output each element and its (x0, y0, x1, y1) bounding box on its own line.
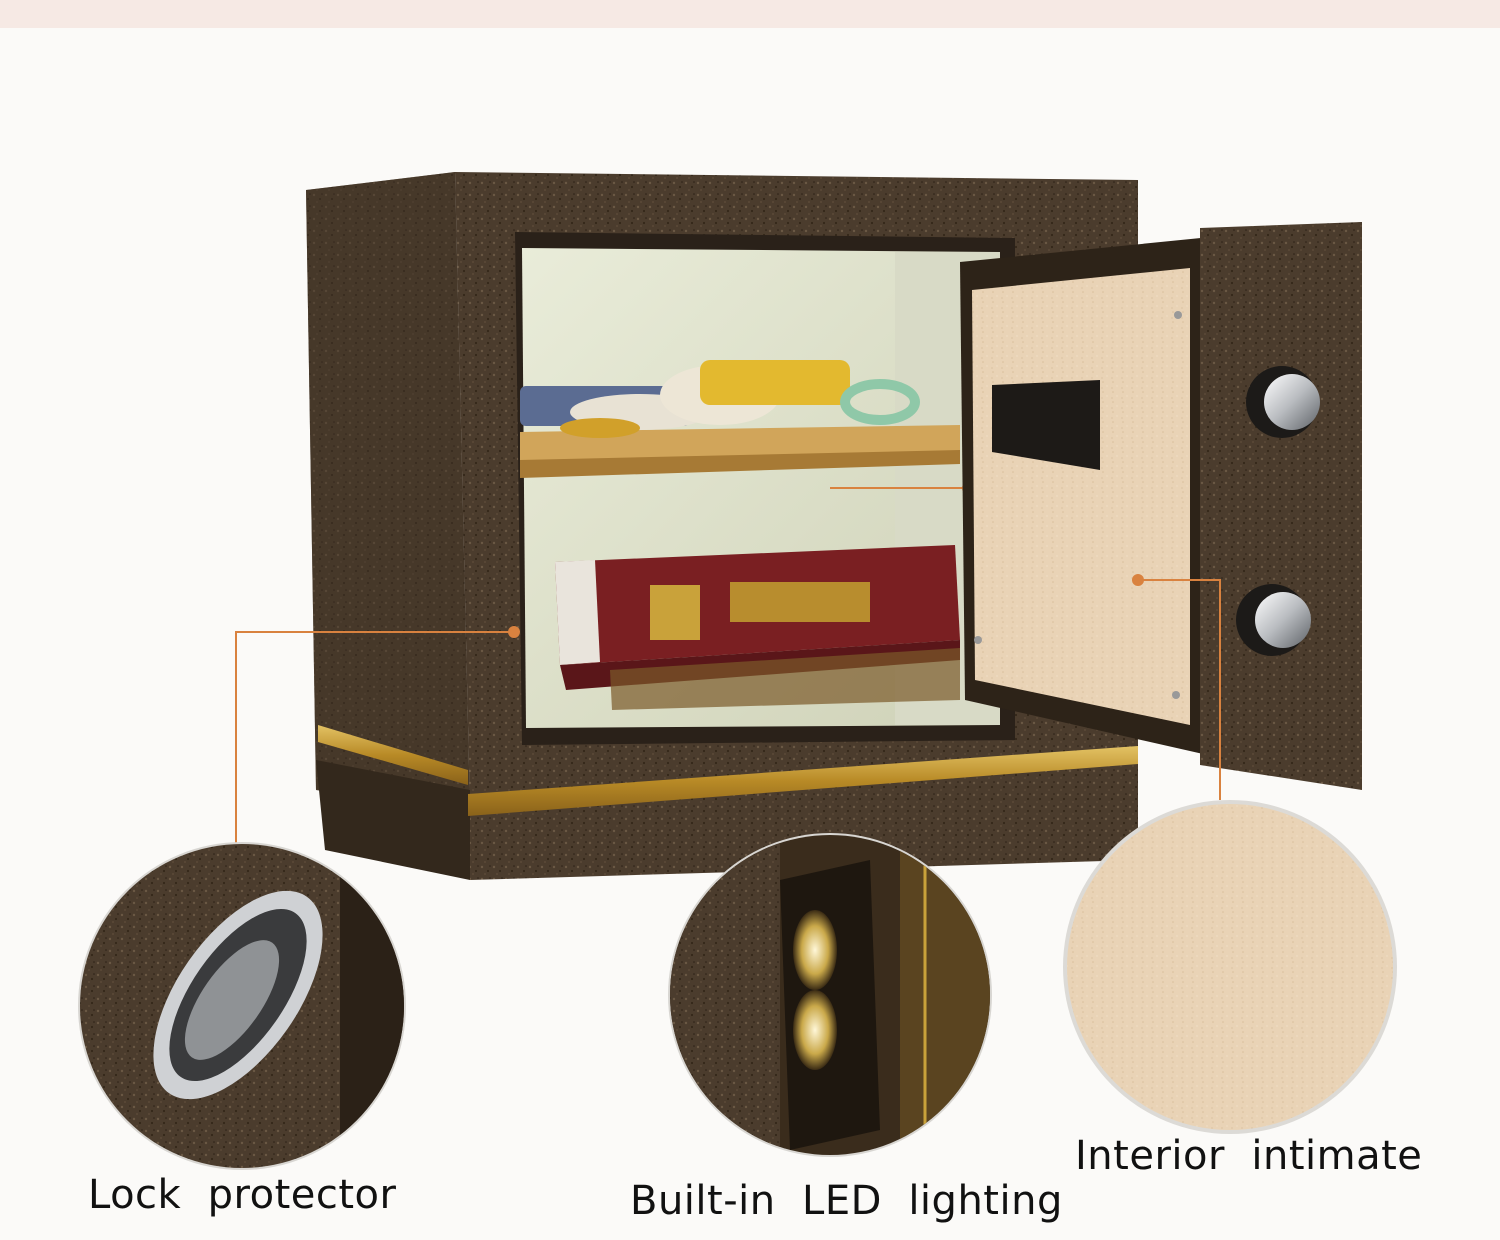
gold-trim-side (318, 725, 468, 785)
caption-lock-protector: Lock protector (88, 1172, 397, 1218)
knob-bottom (1236, 584, 1311, 656)
lock-box (992, 380, 1100, 470)
caption-interior: Interior intimate (1075, 1133, 1423, 1179)
door-lining (972, 268, 1190, 725)
jewelry-pile (520, 360, 920, 438)
caption-led-lighting: Built-in LED lighting (630, 1178, 1063, 1224)
led-lighting-detail (668, 833, 992, 1157)
lock-protector-detail (78, 842, 406, 1170)
knob-top (1246, 366, 1320, 438)
callout-line-door (1138, 579, 1221, 800)
interior-detail (1063, 800, 1397, 1134)
book (555, 545, 960, 710)
safe-body (306, 172, 1138, 880)
callout-line-lock (235, 631, 514, 865)
safe-door (960, 222, 1362, 800)
gold-trim-front (468, 746, 1138, 816)
